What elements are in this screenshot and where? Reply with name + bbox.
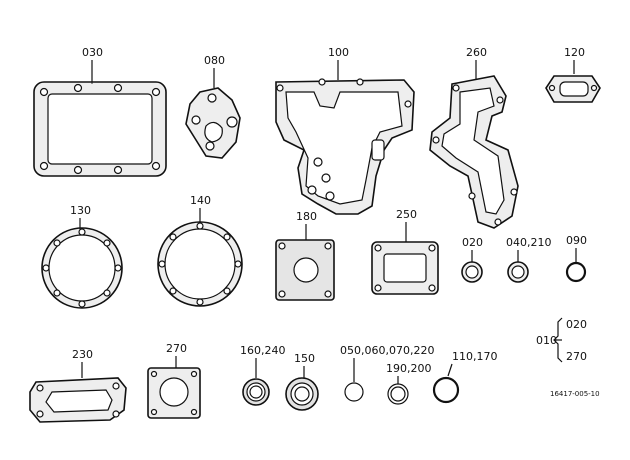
- part-label-080: 080: [204, 54, 225, 67]
- drawing-code: 16417-005-10: [550, 390, 600, 398]
- part-label-180: 180: [296, 210, 317, 223]
- part-label-090: 090: [566, 234, 587, 247]
- part-label-160-240: 160,240: [240, 344, 286, 357]
- part-label-100: 100: [328, 46, 349, 59]
- part-190-200: 190,200: [386, 362, 432, 405]
- kit-note-parent: 010: [536, 334, 557, 347]
- part-260: 260: [429, 46, 519, 229]
- part-label-230: 230: [72, 348, 93, 361]
- kit-note: 010 020 270: [536, 317, 587, 363]
- part-180: 180: [275, 210, 335, 301]
- part-040-210: 040,210: [506, 236, 552, 283]
- part-label-120: 120: [564, 46, 585, 59]
- part-label-050-220: 050,060,070,220: [340, 344, 434, 357]
- part-110-170: 110,170: [432, 350, 498, 404]
- part-080: 080: [185, 54, 241, 159]
- part-050-220: 050,060,070,220: [340, 344, 434, 402]
- part-150: 150: [285, 352, 319, 411]
- part-label-110-170: 110,170: [452, 350, 498, 363]
- part-label-020: 020: [462, 236, 483, 249]
- part-label-130: 130: [70, 204, 91, 217]
- part-label-040-210: 040,210: [506, 236, 552, 249]
- part-270: 270: [147, 342, 201, 419]
- kit-note-child-a: 020: [566, 318, 587, 331]
- part-label-150: 150: [294, 352, 315, 365]
- part-label-250: 250: [396, 208, 417, 221]
- part-230: 230: [29, 348, 127, 423]
- kit-note-brace: [553, 317, 563, 363]
- kit-note-child-b: 270: [566, 350, 587, 363]
- part-250: 250: [371, 208, 439, 295]
- part-label-270: 270: [166, 342, 187, 355]
- part-160-240: 160,240: [240, 344, 286, 406]
- part-120: 120: [545, 46, 601, 103]
- part-100: 100: [275, 46, 415, 215]
- part-label-190-200: 190,200: [386, 362, 432, 375]
- part-140: 140: [157, 194, 243, 307]
- part-030: 030: [33, 46, 167, 177]
- part-090: 090: [565, 234, 587, 283]
- part-label-140: 140: [190, 194, 211, 207]
- part-130: 130: [41, 204, 123, 309]
- part-label-260: 260: [466, 46, 487, 59]
- part-label-030: 030: [82, 46, 103, 59]
- part-020: 020: [461, 236, 483, 283]
